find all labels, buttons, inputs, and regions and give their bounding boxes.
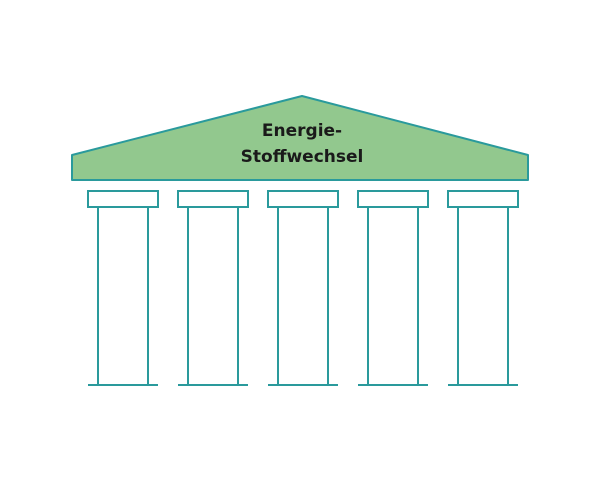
roof-label-line2: Stoffwechsel (241, 147, 364, 167)
pillar-2 (177, 190, 249, 386)
roof: Energie- Stoffwechsel (71, 95, 529, 181)
pillar-5 (447, 190, 519, 386)
roof-label-line1: Energie- (262, 121, 342, 141)
pillar-4 (357, 190, 429, 386)
pillar-3 (267, 190, 339, 386)
roof-pediment (71, 95, 529, 181)
pillar-4-capital (357, 190, 429, 208)
pillar-1 (87, 190, 159, 386)
pillar-2-capital (177, 190, 249, 208)
pillar-5-capital (447, 190, 519, 208)
pillar-1-capital (87, 190, 159, 208)
pillar-3-capital (267, 190, 339, 208)
